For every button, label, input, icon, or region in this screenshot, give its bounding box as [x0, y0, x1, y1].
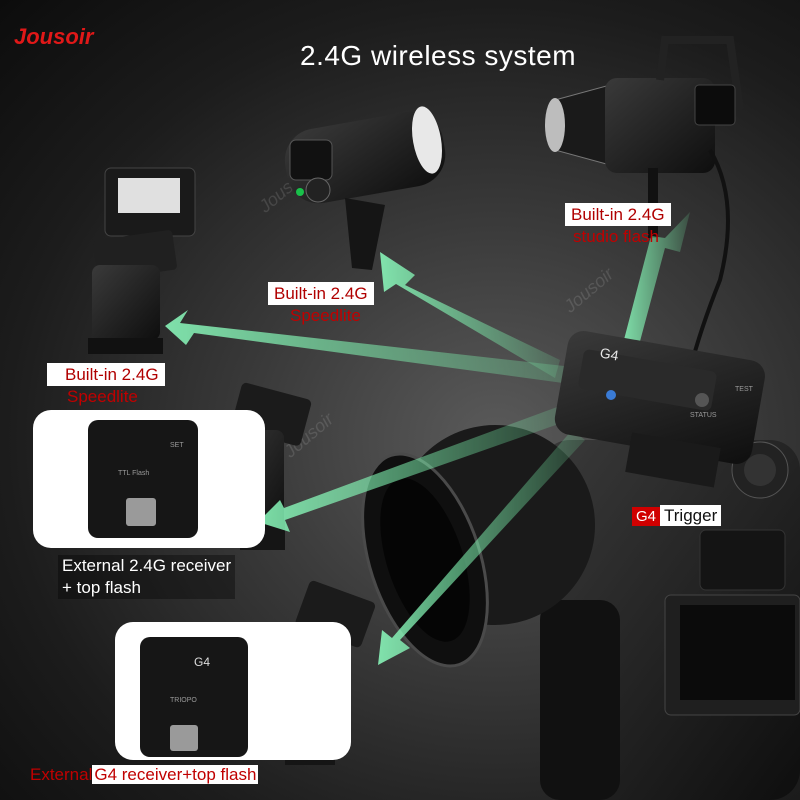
triopo-text: TRIOPO — [170, 697, 197, 704]
label-studio-flash: Built-in 2.4G studio flash — [565, 203, 671, 247]
trigger-status-text: STATUS — [690, 412, 717, 419]
trigger-badge: G4 — [632, 507, 661, 526]
receiver-ttl-text: TTL Flash — [118, 470, 150, 477]
receiver-24g-device: TTL Flash SET — [88, 420, 198, 538]
speedlite-left-device — [88, 167, 196, 354]
g4-trigger-device — [554, 330, 765, 488]
trigger-g4-text: G4 — [598, 344, 620, 364]
studio-flash-device — [545, 36, 744, 371]
label-external-24g-line1: External 2.4G receiver — [58, 555, 236, 577]
brand-logo: Jousoir — [14, 24, 94, 49]
label-studio-flash-line2: studio flash — [573, 227, 659, 246]
label-speedlite-left-line1: Built-in 2.4G — [47, 363, 165, 386]
label-studio-flash-line1: Built-in 2.4G — [565, 203, 671, 226]
trigger-text: Trigger — [660, 505, 722, 526]
camera-body — [540, 440, 800, 800]
label-speedlite-left: Built-in 2.4G Speedlite — [47, 363, 165, 407]
signal-arrows — [165, 212, 690, 665]
label-speedlite-left-line2: Speedlite — [67, 387, 138, 406]
hot-shoe-icon — [126, 498, 156, 526]
label-speedlite-mid: Built-in 2.4G Speedlite — [268, 282, 374, 326]
label-external-24g: External 2.4G receiver + top flash — [58, 555, 236, 599]
g4-label-text: G4 — [194, 655, 211, 669]
label-external-g4-prefix: External — [30, 765, 93, 784]
receiver-set-text: SET — [170, 442, 184, 449]
hot-shoe-icon — [170, 725, 198, 751]
label-external-g4-rest: G4 receiver+top flash — [92, 765, 259, 784]
receiver-g4-device: G4 TRIOPO — [140, 637, 248, 757]
label-speedlite-mid-line2: Speedlite — [290, 306, 361, 325]
label-speedlite-mid-line1: Built-in 2.4G — [268, 282, 374, 305]
label-external-24g-line2: + top flash — [58, 577, 236, 599]
receiver-g4-inset: G4 TRIOPO — [115, 622, 351, 760]
receiver-24g-inset: TTL Flash SET — [33, 410, 265, 548]
page-title: 2.4G wireless system — [300, 40, 577, 71]
monolight-device — [284, 106, 446, 270]
trigger-test-text: TEST — [735, 386, 753, 393]
